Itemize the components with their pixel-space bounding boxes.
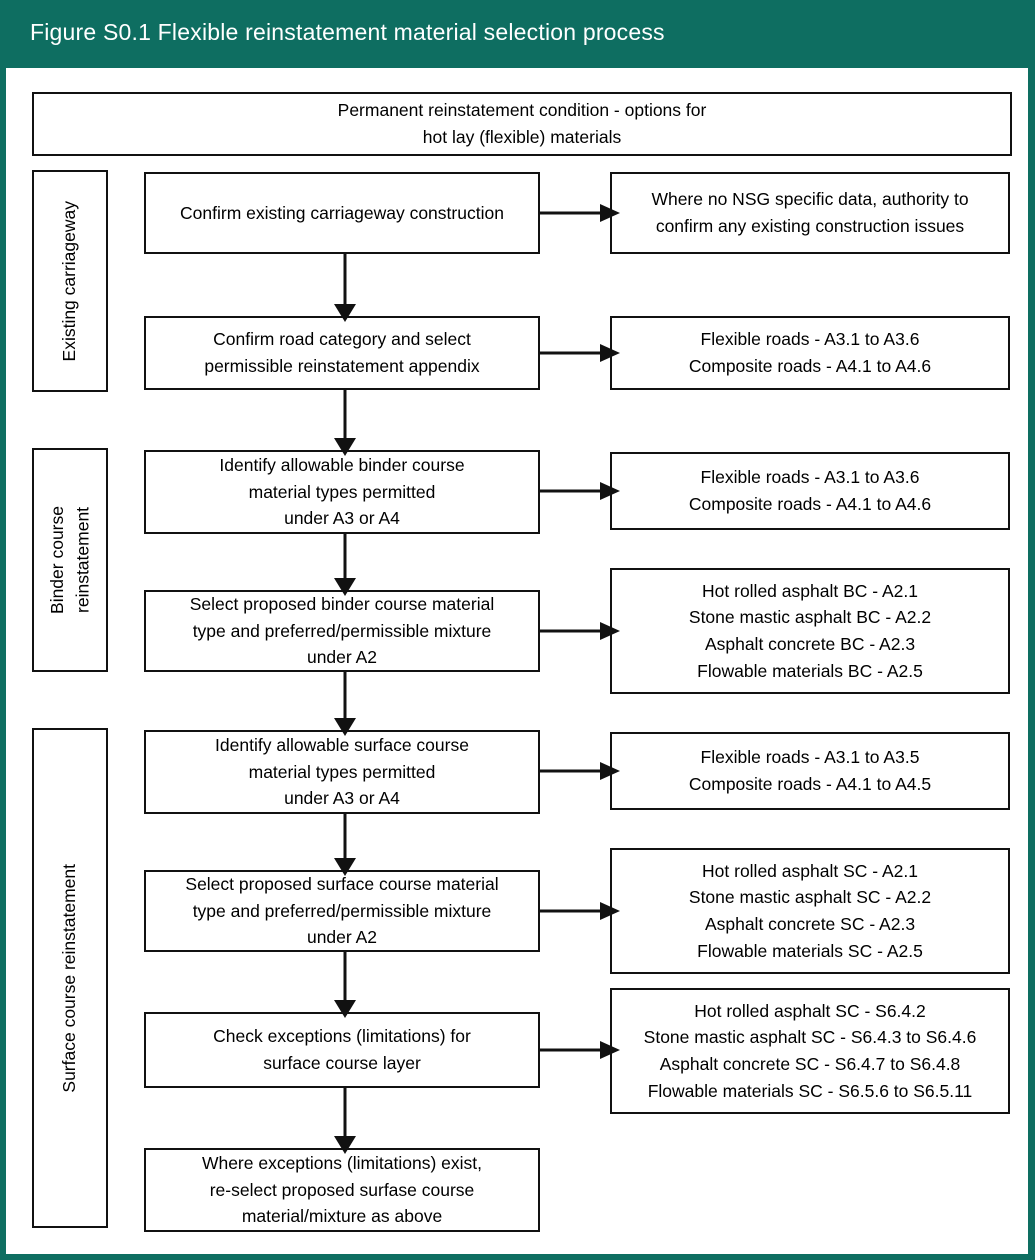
output-line: Composite roads - A4.1 to A4.5 xyxy=(688,774,932,794)
output-line: confirm any existing construction issues xyxy=(655,216,965,236)
process-line: material types permitted xyxy=(248,761,436,782)
process-line: permissible reinstatement appendix xyxy=(204,356,480,376)
output-line: Composite roads - A4.1 to A4.6 xyxy=(688,356,932,376)
arrow-step5-to-step6 xyxy=(334,814,356,876)
arrow-step2-to-output xyxy=(540,344,620,362)
output-line: Flexible roads - A3.1 to A3.6 xyxy=(700,467,920,488)
intro-box: Permanent reinstatement condition - opti… xyxy=(32,92,1012,156)
output-box-identify-allowable-surface-course: Flexible roads - A3.1 to A3.5 Composite … xyxy=(610,732,1010,810)
process-line: type and preferred/permissible mixture xyxy=(192,620,492,641)
process-line: Where exceptions (limitations) exist, xyxy=(201,1153,483,1174)
process-line: under A2 xyxy=(306,647,378,668)
process-line: material/mixture as above xyxy=(241,1206,443,1227)
process-line: type and preferred/permissible mixture xyxy=(192,900,492,921)
output-box-check-exceptions: Hot rolled asphalt SC - S6.4.2 Stone mas… xyxy=(610,988,1010,1114)
process-line: surface course layer xyxy=(263,1053,421,1073)
output-box-select-proposed-surface-course: Hot rolled asphalt SC - A2.1 Stone masti… xyxy=(610,848,1010,974)
output-line: Stone mastic asphalt SC - S6.4.3 to S6.4… xyxy=(643,1027,977,1048)
output-line: Asphalt concrete BC - A2.3 xyxy=(704,634,916,654)
group-label-existing-carriageway: Existing carriageway xyxy=(59,200,80,362)
process-box-select-proposed-surface-course: Select proposed surface course material … xyxy=(144,870,540,952)
process-box-identify-allowable-surface-course: Identify allowable surface course materi… xyxy=(144,730,540,814)
frame-left-edge xyxy=(0,0,6,1260)
group-box-existing-carriageway: Existing carriageway xyxy=(32,170,108,392)
output-line: Stone mastic asphalt BC - A2.2 xyxy=(688,607,932,628)
group-box-surface-course-reinstatement: Surface course reinstatement xyxy=(32,728,108,1228)
output-line: Hot rolled asphalt BC - A2.1 xyxy=(702,580,918,601)
arrow-step7-to-output xyxy=(540,1041,620,1059)
process-line: Identify allowable binder course xyxy=(219,455,465,476)
output-line: Hot rolled asphalt SC - S6.4.2 xyxy=(694,1000,926,1021)
group-label-surface-course-reinstatement: Surface course reinstatement xyxy=(59,863,80,1093)
output-line: Flowable materials SC - A2.5 xyxy=(697,940,923,961)
process-line: Check exceptions (limitations) for xyxy=(213,1026,471,1047)
group-box-binder-course-reinstatement: Binder course reinstatement xyxy=(32,448,108,672)
process-line: under A3 or A4 xyxy=(284,508,400,529)
process-line: Select proposed surface course material xyxy=(185,874,499,895)
process-line: Select proposed binder course material xyxy=(189,594,495,615)
arrow-step7-to-step8 xyxy=(334,1088,356,1154)
arrow-step6-to-output xyxy=(540,902,620,920)
output-line: Flexible roads - A3.1 to A3.6 xyxy=(700,329,920,350)
output-line: Where no NSG specific data, authority to xyxy=(651,189,969,210)
arrow-step4-to-output xyxy=(540,622,620,640)
output-box-confirm-existing-carriageway-construction: Where no NSG specific data, authority to… xyxy=(610,172,1010,254)
figure-header-band xyxy=(0,0,1035,68)
process-line: material types permitted xyxy=(248,481,436,502)
process-box-confirm-road-category: Confirm road category and select permiss… xyxy=(144,316,540,390)
process-box-re-select-proposed-surface-course: Where exceptions (limitations) exist, re… xyxy=(144,1148,540,1232)
process-line: under A2 xyxy=(306,927,378,948)
arrow-step5-to-output xyxy=(540,762,620,780)
arrow-step1-to-output xyxy=(540,204,620,222)
process-line: Identify allowable surface course xyxy=(215,735,469,756)
arrow-step1-to-step2 xyxy=(334,254,356,322)
frame-bottom-edge xyxy=(0,1254,1035,1260)
output-line: Flowable materials SC - S6.5.6 to S6.5.1… xyxy=(647,1080,973,1101)
arrow-step3-to-step4 xyxy=(334,534,356,596)
output-line: Asphalt concrete SC - S6.4.7 to S6.4.8 xyxy=(659,1054,961,1074)
arrow-step6-to-step7 xyxy=(334,952,356,1018)
output-box-confirm-road-category: Flexible roads - A3.1 to A3.6 Composite … xyxy=(610,316,1010,390)
process-line: Confirm road category and select xyxy=(213,329,471,350)
output-line: Asphalt concrete SC - A2.3 xyxy=(704,914,916,934)
output-line: Stone mastic asphalt SC - A2.2 xyxy=(688,887,932,908)
process-line: under A3 or A4 xyxy=(284,788,400,809)
intro-box-line-2: hot lay (flexible) materials xyxy=(422,127,622,147)
output-box-identify-allowable-binder-course: Flexible roads - A3.1 to A3.6 Composite … xyxy=(610,452,1010,530)
output-line: Composite roads - A4.1 to A4.6 xyxy=(688,494,932,514)
output-line: Flowable materials BC - A2.5 xyxy=(697,660,923,681)
process-box-check-exceptions: Check exceptions (limitations) for surfa… xyxy=(144,1012,540,1088)
process-box-confirm-existing-carriageway-construction: Confirm existing carriageway constructio… xyxy=(144,172,540,254)
process-line: re-select proposed surfase course xyxy=(209,1179,475,1200)
process-box-identify-allowable-binder-course: Identify allowable binder course materia… xyxy=(144,450,540,534)
process-line: Confirm existing carriageway constructio… xyxy=(180,202,504,223)
arrow-step3-to-output xyxy=(540,482,620,500)
group-label-binder-course-reinstatement: Binder course reinstatement xyxy=(46,506,92,614)
arrow-step2-to-step3 xyxy=(334,390,356,456)
frame-right-edge xyxy=(1028,0,1035,1260)
process-box-select-proposed-binder-course: Select proposed binder course material t… xyxy=(144,590,540,672)
output-line: Flexible roads - A3.1 to A3.5 xyxy=(700,747,920,768)
output-box-select-proposed-binder-course: Hot rolled asphalt BC - A2.1 Stone masti… xyxy=(610,568,1010,694)
output-line: Hot rolled asphalt SC - A2.1 xyxy=(702,860,918,881)
figure-title: Figure S0.1 Flexible reinstatement mater… xyxy=(30,19,665,45)
arrow-step4-to-step5 xyxy=(334,672,356,736)
intro-box-line-1: Permanent reinstatement condition - opti… xyxy=(337,100,707,121)
